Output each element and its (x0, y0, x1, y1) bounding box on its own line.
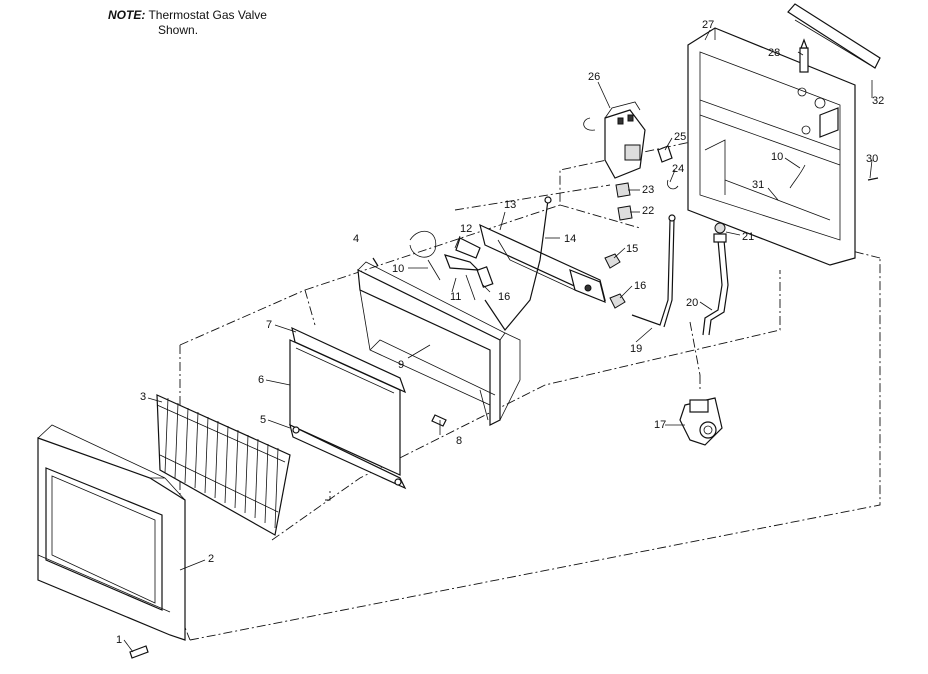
callout-21: 21 (742, 231, 754, 243)
callout-10-cabinet: 10 (771, 151, 783, 163)
nut-part-15 (604, 253, 621, 269)
callout-6: 6 (258, 374, 264, 386)
callout-15: 15 (626, 243, 638, 255)
callout-7: 7 (266, 319, 272, 331)
burner-assembly-part (479, 223, 606, 303)
gas-supply-tube-part (702, 239, 729, 336)
callout-3: 3 (140, 391, 146, 403)
callout-17: 17 (654, 419, 666, 431)
callout-22: 22 (642, 205, 654, 217)
callout-31: 31 (752, 179, 764, 191)
callout-19: 19 (630, 343, 642, 355)
callout-26: 26 (588, 71, 600, 83)
callout-14: 14 (564, 233, 576, 245)
callout-4: 4 (353, 233, 359, 245)
pilot-assembly-part (409, 230, 494, 301)
clip-part-24 (667, 179, 679, 190)
note-line-2: Shown. (158, 23, 199, 37)
nut-part-18 (609, 293, 626, 309)
callout-28: 28 (768, 47, 780, 59)
callout-23: 23 (642, 184, 654, 196)
back-cabinet-part (687, 27, 856, 266)
note-line-1: Thermostat Gas Valve (148, 8, 267, 22)
callout-1: 1 (116, 634, 122, 646)
radiant-grill-part (156, 394, 291, 536)
callout-2: 2 (208, 553, 214, 565)
callout-5: 5 (260, 414, 266, 426)
gas-regulator-part (679, 397, 723, 446)
electrode-part (799, 38, 809, 73)
callout-11: 11 (450, 291, 461, 303)
screw-part-4 (372, 257, 379, 267)
callout-32: 32 (872, 95, 884, 107)
screw-part-8 (431, 414, 447, 427)
callout-10-pilot: 10 (392, 263, 404, 275)
callout-20: 20 (686, 297, 698, 309)
callout-13: 13 (504, 199, 516, 211)
screw-part-1 (129, 645, 149, 659)
note-label: NOTE: (108, 8, 146, 22)
callout-27: 27 (702, 19, 714, 31)
pilot-tube-part (631, 214, 676, 328)
callout-8: 8 (456, 435, 462, 447)
bottom-bracket-part (289, 423, 407, 490)
callout-labels: 1 2 3 4 5 6 7 8 9 10 10 11 12 13 14 15 1… (116, 19, 884, 646)
callout-9: 9 (398, 359, 404, 371)
callout-16-pilot: 16 (498, 291, 510, 303)
callout-16-nut: 16 (634, 280, 646, 292)
callout-24: 24 (672, 163, 684, 175)
callout-30: 30 (866, 153, 878, 165)
fitting-part (713, 222, 727, 243)
nut-part-22 (617, 205, 633, 221)
heat-deflector-part (787, 3, 881, 69)
nut-part-23 (615, 182, 631, 198)
top-bracket-part (291, 326, 407, 394)
callout-12: 12 (460, 223, 472, 235)
leader-lines (123, 29, 873, 653)
thermostat-valve-part (583, 101, 646, 179)
burner-box-part (357, 261, 521, 426)
screw-part-30 (867, 177, 879, 181)
callout-25: 25 (674, 131, 686, 143)
knob-part-25 (657, 145, 673, 163)
front-panel-part (37, 424, 186, 641)
thermocouple-part (484, 196, 552, 332)
note-text: NOTE: Thermostat Gas Valve Shown. (108, 8, 267, 38)
